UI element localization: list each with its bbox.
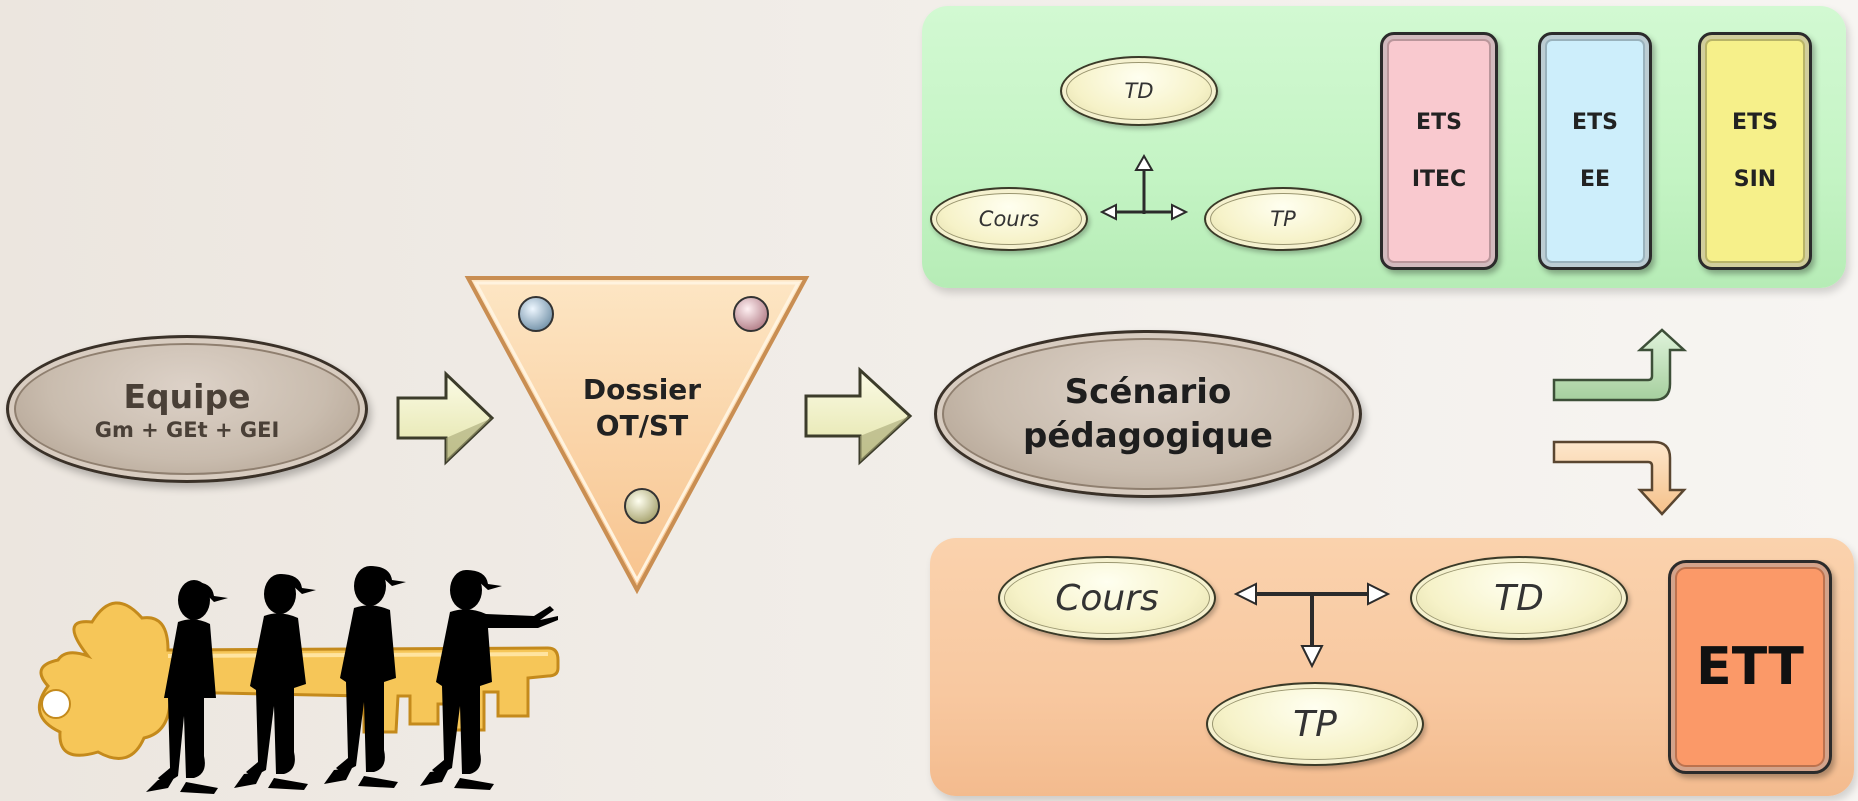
ets-sin-line1: ETS bbox=[1732, 110, 1778, 135]
person-silhouette-icon bbox=[234, 574, 316, 790]
person-silhouette-icon bbox=[420, 570, 558, 790]
scenario-ellipse: Scénario pédagogique bbox=[934, 330, 1362, 498]
bottom-tp-ellipse: TP bbox=[1206, 682, 1424, 766]
bottom-cours-label: Cours bbox=[1055, 577, 1159, 619]
bottom-tp-label: TP bbox=[1293, 703, 1337, 745]
ett-box: ETT bbox=[1668, 560, 1832, 774]
ett-label: ETT bbox=[1696, 637, 1804, 697]
top-tp-ellipse: TP bbox=[1204, 187, 1362, 251]
bottom-td-label: TD bbox=[1494, 577, 1544, 619]
person-silhouette-icon bbox=[146, 580, 228, 794]
ets-itec-box: ETS ITEC bbox=[1380, 32, 1498, 270]
three-way-arrow-icon bbox=[1100, 153, 1189, 221]
dossier-triangle bbox=[464, 276, 810, 595]
top-cours-ellipse: Cours bbox=[930, 187, 1088, 251]
arrow-right-icon bbox=[396, 370, 495, 466]
ets-sin-box: ETS SIN bbox=[1698, 32, 1812, 270]
dossier-label: Dossier OT/ST bbox=[562, 372, 722, 444]
curved-arrow-down-icon bbox=[1552, 440, 1687, 516]
bottom-cours-ellipse: Cours bbox=[998, 556, 1216, 640]
scenario-line1: Scénario bbox=[1064, 372, 1232, 412]
ets-ee-box: ETS EE bbox=[1538, 32, 1652, 270]
pink-ball-icon bbox=[733, 296, 769, 332]
curved-arrow-up-icon bbox=[1552, 328, 1688, 402]
ets-sin-line2: SIN bbox=[1733, 167, 1777, 192]
top-td-label: TD bbox=[1124, 79, 1154, 103]
ets-itec-line2: ITEC bbox=[1411, 167, 1467, 192]
ets-itec-line1: ETS bbox=[1416, 110, 1462, 135]
top-tp-label: TP bbox=[1270, 207, 1296, 231]
equipe-title: Equipe bbox=[123, 376, 251, 416]
scenario-line2: pédagogique bbox=[1023, 416, 1273, 456]
people-carrying-key-illustration bbox=[38, 566, 560, 794]
person-silhouette-icon bbox=[324, 566, 406, 788]
equipe-subtitle: Gm + GEt + GEI bbox=[94, 417, 280, 442]
top-td-ellipse: TD bbox=[1060, 56, 1218, 126]
ets-ee-line2: EE bbox=[1579, 167, 1611, 192]
dossier-line1: Dossier bbox=[582, 373, 702, 406]
dossier-line2: OT/ST bbox=[595, 409, 689, 442]
three-way-arrow-icon bbox=[1233, 582, 1391, 669]
bottom-td-ellipse: TD bbox=[1410, 556, 1628, 640]
top-cours-label: Cours bbox=[978, 207, 1040, 231]
yellow-ball-icon bbox=[624, 488, 660, 524]
ets-ee-line1: ETS bbox=[1572, 110, 1618, 135]
equipe-ellipse: Equipe Gm + GEt + GEI bbox=[6, 335, 368, 483]
arrow-right-icon bbox=[804, 366, 913, 466]
blue-ball-icon bbox=[518, 296, 554, 332]
